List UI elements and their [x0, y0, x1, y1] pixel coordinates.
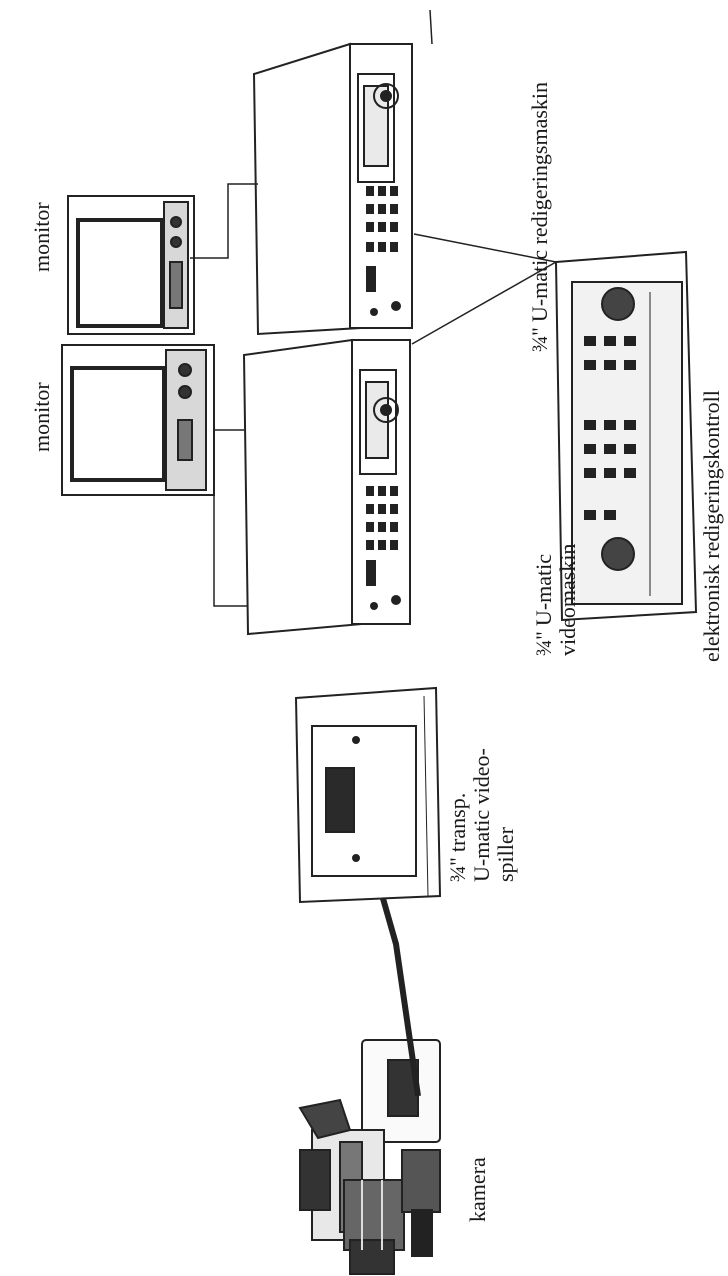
video-machine-illustration	[242, 338, 411, 636]
connection-lines	[190, 9, 557, 607]
camera-label: kamera	[465, 1157, 490, 1222]
edit-controller-illustration	[554, 250, 698, 622]
edit-machine-label: ¾'' U-matic redigeringsmaskin	[527, 81, 552, 352]
edit-machine-illustration	[252, 42, 413, 336]
monitor-2-illustration	[67, 195, 195, 335]
camera-cable	[377, 887, 421, 1097]
monitor-2-label: monitor	[29, 202, 54, 272]
video-machine-label: ¾'' U-matic videomaskin	[531, 543, 580, 656]
portable-player-label: ¾'' transp. U-matic video- spiller	[445, 748, 518, 882]
camera-illustration	[298, 1039, 441, 1275]
portable-player-illustration	[294, 686, 442, 904]
monitor-1-illustration	[61, 344, 215, 496]
edit-controller-label: elektronisk redigeringskontroll	[699, 390, 724, 662]
monitor-1-label: monitor	[29, 382, 54, 452]
